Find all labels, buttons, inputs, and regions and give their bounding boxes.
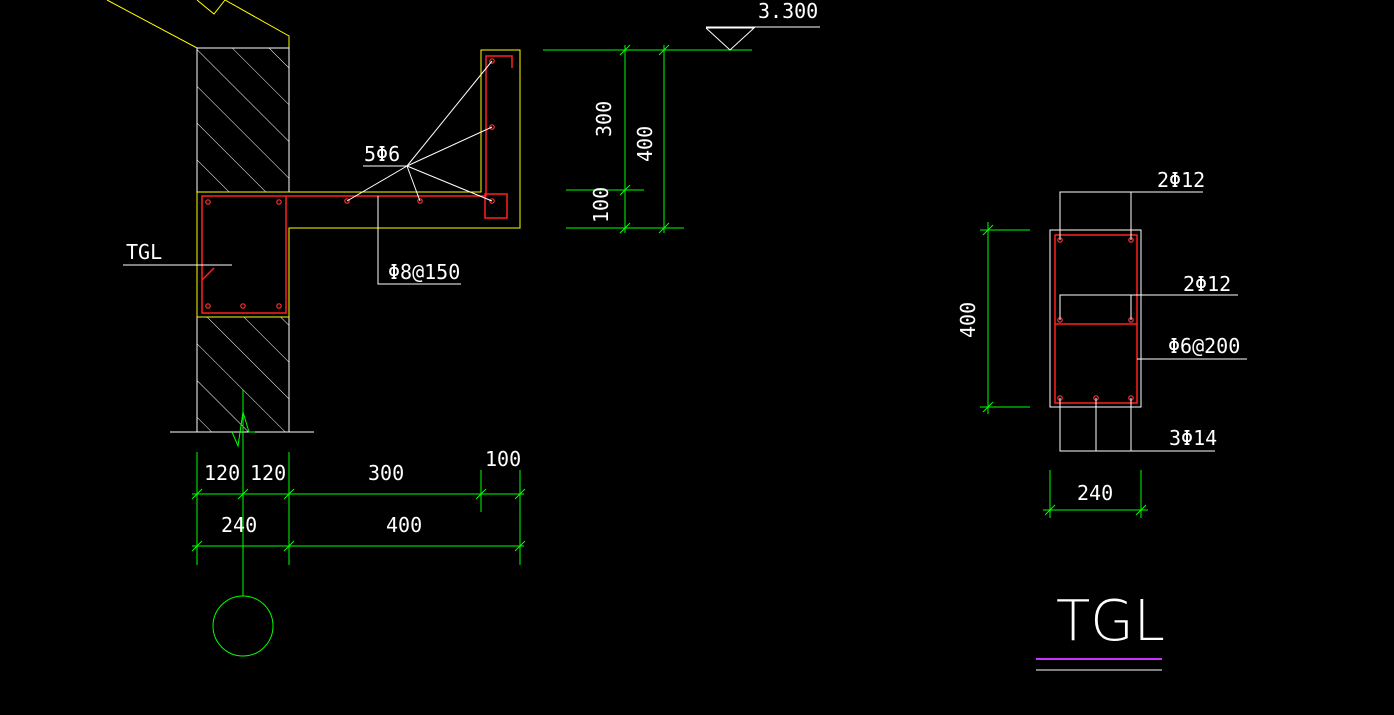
dim-100-vertical: 100 xyxy=(589,187,613,223)
right-section-detail: 2Φ12 2Φ12 Φ6@200 3Φ14 400 240 TGL xyxy=(956,168,1247,671)
dim-100-bottom: 100 xyxy=(485,447,521,471)
beam-tag-tgl: TGL xyxy=(126,240,162,264)
section-width-dim xyxy=(1043,470,1148,518)
rebar-dot xyxy=(489,198,495,204)
dim-120-right: 120 xyxy=(250,461,286,485)
elevation-mark xyxy=(705,26,820,51)
rebar-dot xyxy=(489,124,495,130)
section-height-dim xyxy=(980,222,1030,414)
stirrup-label-phi8: Φ8@150 xyxy=(388,260,460,284)
section-outline xyxy=(1049,229,1142,408)
rebar-dot xyxy=(276,199,282,205)
dim-120-left: 120 xyxy=(204,461,240,485)
leader-mid-bars xyxy=(1059,294,1238,320)
dim-240-bottom: 240 xyxy=(221,513,257,537)
beam-stirrup xyxy=(201,195,287,314)
roof-slope-outline xyxy=(106,0,290,49)
slab-top-bar xyxy=(286,55,513,197)
beam-stirrup-hook xyxy=(201,267,215,281)
label-mid-bars: 2Φ12 xyxy=(1183,272,1231,296)
dim-300-bottom: 300 xyxy=(368,461,404,485)
vertical-dimensions xyxy=(543,44,752,234)
left-section-detail: 5Φ6 Φ8@150 TGL 120 xyxy=(106,0,820,657)
rebar-dot xyxy=(205,199,211,205)
rebar-dot xyxy=(276,303,282,309)
beam-slab-outline xyxy=(196,49,521,318)
dim-400-bottom: 400 xyxy=(386,513,422,537)
leader-top-bars xyxy=(1059,191,1203,240)
elevation-label: 3.300 xyxy=(758,0,818,23)
rebar-label-5phi6: 5Φ6 xyxy=(364,142,400,166)
label-stirrup-r: Φ6@200 xyxy=(1168,334,1240,358)
section-title: TGL xyxy=(1056,589,1165,654)
section-stirrup xyxy=(1054,234,1138,404)
leader-bottom-bars xyxy=(1059,398,1215,452)
wall-upper xyxy=(196,47,290,193)
axis-bubble xyxy=(212,595,274,657)
rebar-dot xyxy=(417,198,423,204)
bottom-dimensions xyxy=(191,452,526,565)
rebar-dot xyxy=(240,303,246,309)
label-bottom-bars: 3Φ14 xyxy=(1169,426,1217,450)
upturn-hook xyxy=(484,193,508,219)
rebar-dot xyxy=(205,303,211,309)
section-height-label: 400 xyxy=(956,302,980,338)
rebar-dot xyxy=(344,198,350,204)
rebar-dot xyxy=(489,58,495,64)
leader-stirrup xyxy=(377,196,461,285)
label-top-bars: 2Φ12 xyxy=(1157,168,1205,192)
dim-400-vertical: 400 xyxy=(633,126,657,162)
dim-300-vertical: 300 xyxy=(592,101,616,137)
section-width-label: 240 xyxy=(1077,481,1113,505)
leader-5phi6 xyxy=(346,60,493,202)
